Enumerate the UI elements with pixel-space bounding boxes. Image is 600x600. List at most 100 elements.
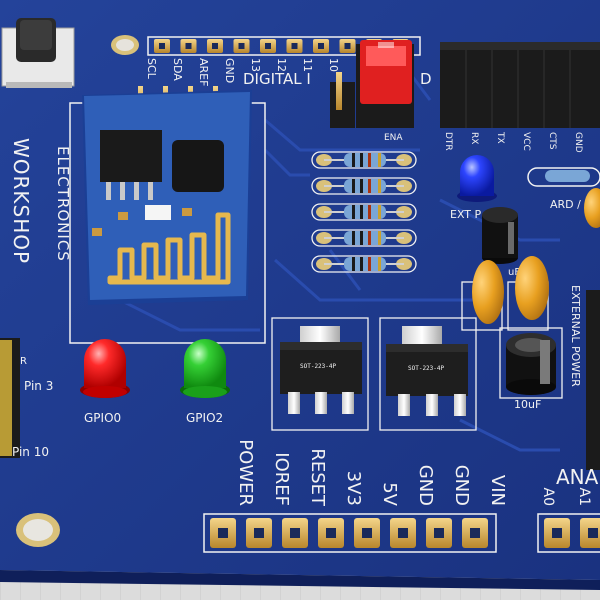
top-header-pad [207, 39, 223, 53]
top-header-pad [233, 39, 250, 53]
ftdi-pin-label: GND [573, 132, 583, 153]
resistor-array [311, 151, 417, 273]
crystal [145, 205, 171, 220]
voltage-regulator-2 [379, 317, 477, 431]
analog-title: ANA [556, 465, 599, 489]
external-power-connector [586, 290, 600, 470]
ftdi-header [440, 42, 600, 128]
ftdi-pin-label: VCC [521, 132, 531, 151]
ard-resistor [527, 167, 600, 187]
resistor [311, 255, 417, 273]
esp8266-module [82, 90, 252, 305]
analog-header-pad [544, 518, 570, 548]
top-header-pad [260, 39, 276, 53]
cap-small-label: uF [508, 267, 520, 278]
power-header-pad [390, 518, 416, 548]
led-gpio0-label: GPIO0 [84, 411, 121, 425]
ard-label: ARD / [550, 198, 581, 211]
power-header-label: VIN [487, 475, 508, 506]
ceramic-cap-1 [461, 260, 504, 331]
ftdi-pin-label: DTR [443, 132, 453, 151]
led-gpio2 [180, 339, 230, 398]
ftdi-pin-label: CTS [547, 132, 557, 150]
esp-soc-chip [172, 140, 224, 192]
blue-led-ext-power [457, 155, 497, 202]
top-header-pin-label: AREF [197, 58, 210, 86]
power-header-pad [462, 518, 488, 548]
ftdi-pin-label: RX [469, 132, 479, 144]
top-header-pin-label: 11 [301, 58, 314, 72]
electrolytic-cap-10uf [499, 327, 563, 399]
left-header-pin3: Pin 3 [24, 379, 53, 393]
power-header-pad [354, 518, 380, 548]
power-header-pad [210, 518, 236, 548]
reset-pushbutton[interactable] [1, 18, 75, 88]
ceramic-cap-edge [584, 188, 600, 228]
analog-header-labels: A0 A1 [540, 488, 592, 506]
power-header-pads [210, 518, 488, 548]
power-header-pad [318, 518, 344, 548]
power-header-outline [203, 513, 497, 553]
power-header-labels: POWER IOREF RESET 3V3 5V GND GND VIN [235, 439, 508, 507]
analog-header-outline [537, 513, 600, 553]
resistor [311, 151, 417, 169]
top-header-pad [339, 39, 356, 53]
left-pin-header [0, 338, 20, 458]
ena-jumper[interactable] [330, 40, 414, 128]
ftdi-pin-labels: DTR RX TX VCC CTS GND [443, 131, 583, 153]
top-header-pads [147, 36, 421, 56]
top-header-pin-label: 10 [327, 58, 340, 72]
top-header-pad [180, 39, 197, 53]
power-header-pad [282, 518, 308, 548]
jumper-label: ENA [384, 133, 403, 143]
regulator-1-marking: SOT-223-4P [300, 363, 337, 370]
power-header-label: 3V3 [343, 471, 364, 506]
led-gpio2-label: GPIO2 [186, 411, 223, 425]
resistor [311, 229, 417, 247]
power-header-label: 5V [379, 482, 400, 506]
external-power-label: EXTERNAL POWER [569, 285, 582, 387]
resistor [311, 203, 417, 221]
power-header-pad [246, 518, 272, 548]
ext-power-label: EXT P [450, 208, 482, 221]
brand-line2: WORKSHOP [9, 138, 33, 264]
top-header-pad [154, 39, 170, 53]
top-header-pad [313, 39, 329, 53]
power-header-label: RESET [307, 448, 328, 507]
power-header-label: GND [451, 465, 472, 506]
power-header-pad [426, 518, 452, 548]
top-header-pad [286, 39, 303, 53]
resistor [311, 177, 417, 195]
top-header-pin-label: 12 [275, 58, 288, 72]
electrolytic-cap-top [482, 207, 518, 264]
top-header-labels: SCL SDA AREF GND 13 12 11 10 [145, 58, 340, 86]
ftdi-pin-label: TX [495, 131, 505, 144]
voltage-regulator-1 [271, 317, 369, 431]
top-header-pin-label: SCL [145, 58, 158, 80]
led-gpio0 [80, 339, 130, 398]
top-header-pin-label: 13 [249, 58, 262, 72]
mounting-hole-top [111, 35, 139, 55]
digital-label-partial: D [420, 70, 432, 88]
brand-line1: ELECTRONICS [54, 146, 72, 262]
cap-10uf-label: 10uF [514, 398, 541, 411]
analog-header-pad [580, 518, 600, 548]
pcb-edge [0, 570, 600, 590]
top-header-pin-label: SDA [171, 58, 184, 81]
pcb-antenna [107, 212, 231, 285]
left-header-top-label: R [20, 356, 27, 367]
analog-header-pads [544, 518, 600, 548]
power-header-label: POWER [235, 439, 256, 506]
digital-label: DIGITAL I [243, 70, 311, 88]
regulator-2-marking: SOT-223-4P [408, 365, 445, 372]
analog-header-label: A1 [576, 488, 592, 506]
analog-header-label: A0 [540, 488, 556, 506]
flash-chip [100, 130, 162, 182]
top-header-pin-label: GND [223, 58, 236, 83]
power-header-label: IOREF [271, 452, 292, 506]
left-header-pin10: Pin 10 [12, 445, 49, 459]
mounting-hole-bottom [16, 513, 60, 547]
power-header-label: GND [415, 465, 436, 506]
